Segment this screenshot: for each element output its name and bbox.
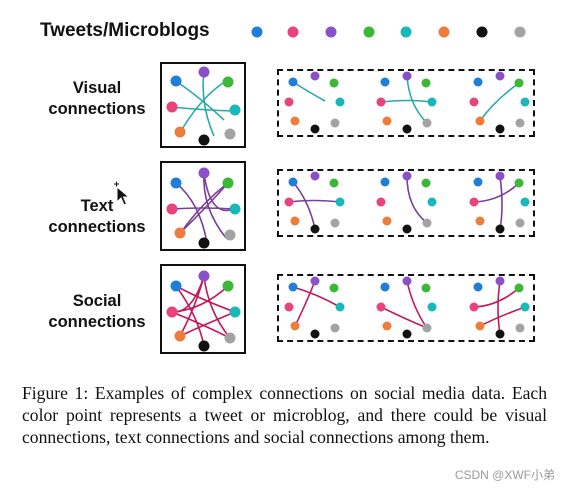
panel-visual-full xyxy=(160,62,246,148)
subgraph-3 xyxy=(469,71,530,134)
row-label-line2: connections xyxy=(48,218,146,236)
panel-visual-decomposed xyxy=(277,69,535,137)
subgraph-3 xyxy=(469,171,530,234)
legend-dot-black xyxy=(476,26,488,38)
panel-text-full xyxy=(160,161,246,251)
panel-social-full xyxy=(160,264,246,354)
row-label-line2: connections xyxy=(48,100,146,118)
row-label-line1: Social xyxy=(72,292,122,310)
subgraph-2 xyxy=(376,171,437,234)
legend-dot-purple xyxy=(325,26,337,38)
legend-dot-orange xyxy=(438,26,450,38)
subgraph-1 xyxy=(284,71,345,134)
cursor-icon xyxy=(114,181,131,206)
row-label-social: Social connections xyxy=(22,291,172,333)
legend-dot-gray xyxy=(514,26,526,38)
subgraph-2 xyxy=(376,276,437,339)
legend-dot-cyan xyxy=(400,26,412,38)
row-label-line1: Visual xyxy=(72,79,122,97)
row-label-visual: Visual connections xyxy=(22,78,172,120)
figure-title: Tweets/Microblogs xyxy=(40,20,210,41)
subgraph-2 xyxy=(376,71,437,134)
subgraph-1 xyxy=(284,276,345,339)
subgraph-3 xyxy=(469,276,530,339)
subgraph-1 xyxy=(284,171,345,234)
legend-dot-pink xyxy=(287,26,299,38)
row-label-text: Text connections xyxy=(22,196,172,238)
panel-social-decomposed xyxy=(277,274,535,342)
color-legend xyxy=(251,26,526,38)
row-label-line1: Text xyxy=(80,197,114,215)
row-label-line2: connections xyxy=(48,313,146,331)
figure-caption: Figure 1: Examples of complex connection… xyxy=(22,383,547,447)
panel-text-decomposed xyxy=(277,169,535,237)
watermark: CSDN @XWF小弟 xyxy=(454,468,555,482)
legend-dot-blue xyxy=(251,26,263,38)
legend-dot-green xyxy=(363,26,375,38)
